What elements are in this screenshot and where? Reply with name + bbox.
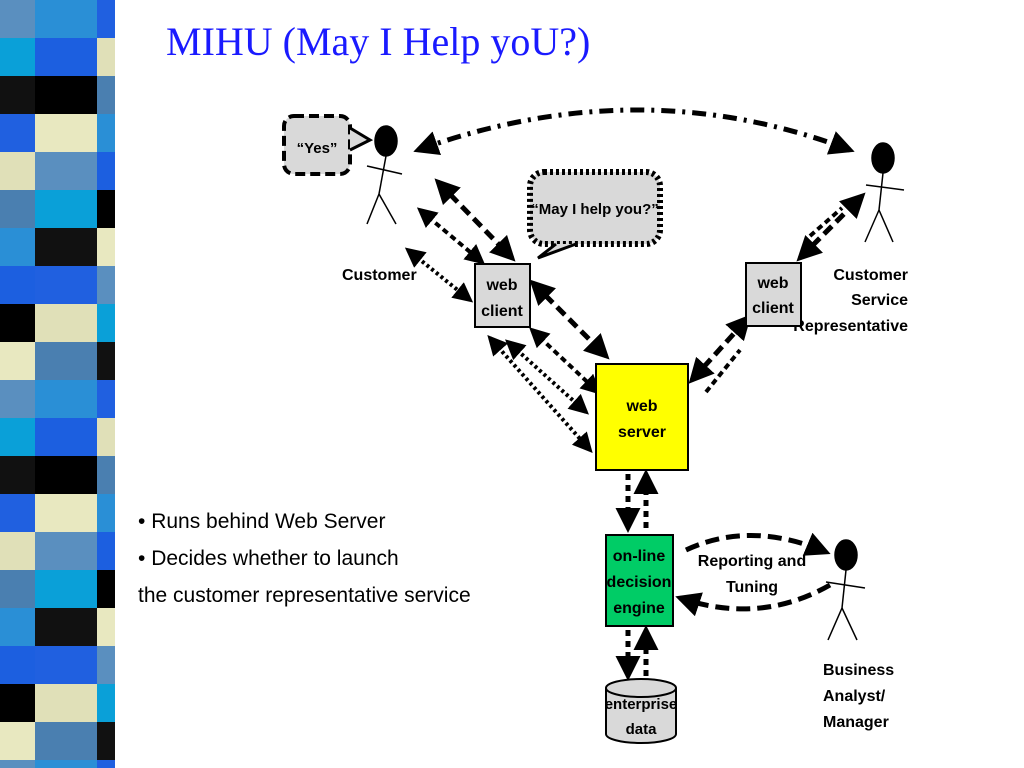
reporting-arc-top (684, 532, 831, 556)
engine-line1: on-line (613, 548, 666, 565)
db-line2: data (626, 721, 658, 738)
yes-bubble-text: “Yes” (297, 140, 338, 157)
engine-line2: decision (607, 574, 672, 591)
bullet-text-3: the customer representative service (138, 584, 471, 607)
web-client-right-line1: web (756, 275, 788, 292)
web-client-right: web client (745, 262, 802, 327)
enterprise-data-cylinder: enterprise data (605, 678, 678, 744)
web-client-left: web client (474, 263, 531, 328)
web-client-left-line1: web (485, 277, 517, 294)
help-bubble-text: “May I help you?” (531, 201, 659, 218)
client-server-arrow-4 (487, 335, 593, 453)
web-server-box: web server (595, 363, 689, 471)
bullet-item-1: • Runs behind Web Server (138, 503, 471, 540)
web-server-line1: web (625, 398, 657, 415)
server-client-arrow-2 (704, 348, 742, 394)
customer-client-arrow-3 (404, 247, 474, 303)
yes-bubble: “Yes” (282, 114, 374, 176)
customer-client-arrow-2 (416, 207, 486, 265)
bullet-list: • Runs behind Web Server • Decides wheth… (138, 503, 471, 614)
customer-figure (366, 125, 403, 225)
analyst-label-2: Analyst/ (823, 688, 886, 705)
client-csr-arrow (796, 192, 866, 262)
bullet-item-3: the customer representative service (138, 577, 471, 614)
customer-label: Customer (342, 267, 417, 284)
reporting-label-1: Reporting and (698, 553, 806, 570)
analyst-figure (825, 539, 866, 641)
analyst-label-1: Business (823, 662, 894, 679)
bullet-text-2: Decides whether to launch (151, 547, 399, 570)
client-csr-arrow-2 (808, 206, 844, 238)
csr-figure (864, 142, 905, 243)
customer-csr-arc (413, 107, 855, 155)
server-client-arrow (688, 314, 752, 384)
web-client-right-line2: client (752, 300, 794, 317)
csr-label-1: Customer (833, 267, 908, 284)
decision-engine-box: on-line decision engine (605, 534, 674, 627)
db-line1: enterprise (605, 696, 678, 713)
web-server-line2: server (618, 424, 666, 441)
reporting-label-2: Tuning (726, 579, 778, 596)
decorative-stripe (0, 0, 120, 768)
analyst-label-3: Manager (823, 714, 889, 731)
csr-label-2: Service (851, 292, 908, 309)
csr-label-3: Representative (793, 318, 908, 335)
customer-client-arrow-1 (434, 178, 516, 262)
bullet-item-2: • Decides whether to launch (138, 540, 471, 577)
client-server-arrow-1 (529, 279, 610, 360)
help-bubble: “May I help you?” (527, 169, 663, 260)
bullet-text-1: Runs behind Web Server (151, 510, 386, 533)
slide-title: MIHU (May I Help yoU?) (166, 19, 591, 64)
bullet-symbol: • (138, 547, 146, 570)
bullet-symbol: • (138, 510, 146, 533)
web-client-left-line2: client (481, 303, 523, 320)
engine-line3: engine (613, 600, 665, 617)
reporting-arc-bottom (675, 582, 832, 617)
